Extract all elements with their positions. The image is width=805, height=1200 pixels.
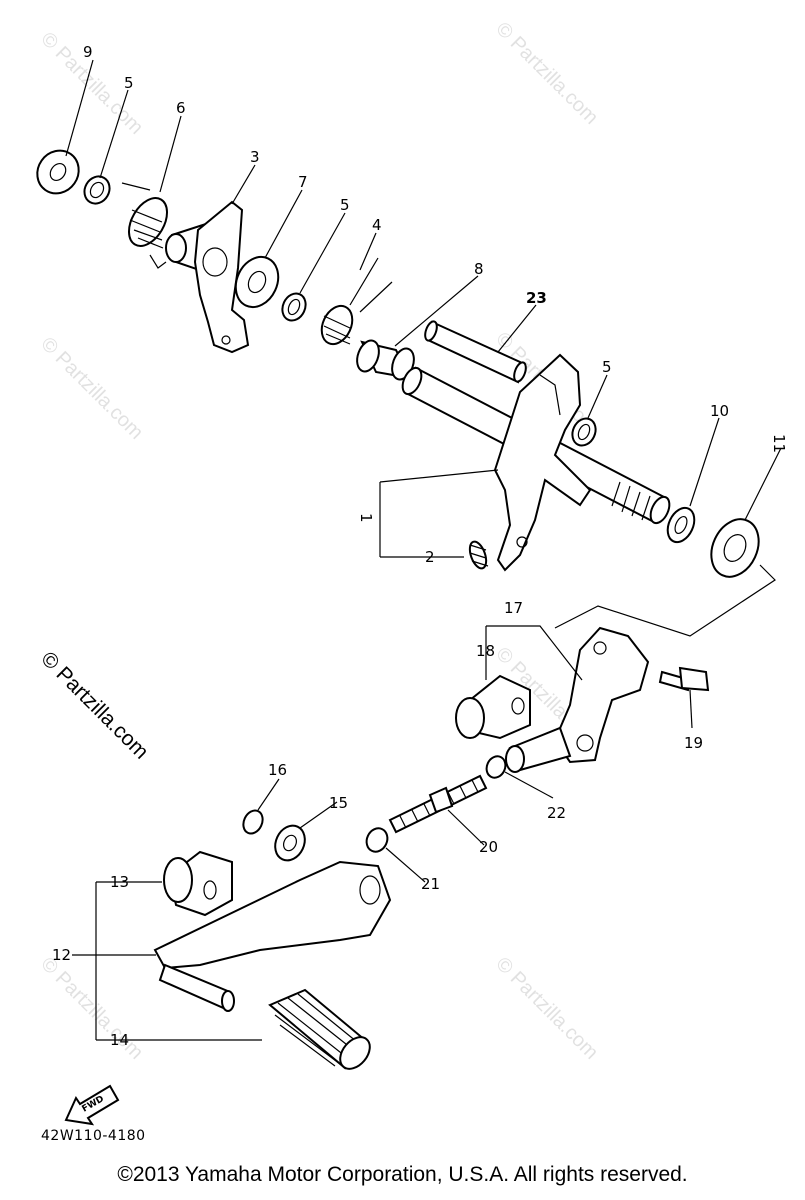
- part-spring-2: [468, 540, 489, 570]
- callout-15: 15: [329, 794, 348, 812]
- callout-18: 18: [476, 642, 495, 660]
- fwd-arrow-icon: FWD: [64, 1084, 120, 1126]
- callout-16: 16: [268, 761, 287, 779]
- part-nut-22: [485, 755, 507, 779]
- part-spring-6: [121, 182, 168, 269]
- part-seal-11: [710, 518, 760, 578]
- callout-6: 6: [176, 99, 186, 117]
- part-washer-9: [36, 149, 80, 195]
- diagram-code: 42W110-4180: [41, 1128, 146, 1144]
- leader-lines: [65, 59, 782, 1041]
- callout-5: 5: [340, 196, 350, 214]
- callout-5: 5: [602, 358, 612, 376]
- part-circlip-5: [83, 175, 111, 205]
- watermark: © Partzilla.com: [36, 953, 147, 1064]
- watermark: © Partzilla.com: [491, 18, 602, 129]
- part-circlip-5b: [281, 292, 307, 322]
- part-spring-4: [320, 257, 393, 346]
- callout-8: 8: [474, 260, 484, 278]
- callout-11: 11: [770, 434, 788, 453]
- part-pin-23: [424, 320, 527, 384]
- callout-9: 9: [83, 43, 93, 61]
- callout-12: 12: [52, 946, 71, 964]
- part-lever-17: [553, 626, 650, 764]
- callout-7: 7: [298, 173, 308, 191]
- callout-1: 1: [357, 513, 375, 523]
- callout-23: 23: [526, 289, 547, 307]
- callout-20: 20: [479, 838, 498, 856]
- connector-line: [554, 564, 776, 637]
- copyright-notice: ©2013 Yamaha Motor Corporation, U.S.A. A…: [117, 1163, 688, 1186]
- callout-3: 3: [250, 148, 260, 166]
- callout-5: 5: [124, 74, 134, 92]
- callout-13: 13: [110, 873, 129, 891]
- part-joint-13: [163, 850, 233, 917]
- callout-14: 14: [110, 1031, 129, 1049]
- callout-22: 22: [547, 804, 566, 822]
- callout-numbers: 9 5 6 3 7 5 4 8 23 5 10 11 1 2 17 18 19 …: [52, 43, 788, 1049]
- part-bolt-19: [658, 666, 710, 692]
- callout-10: 10: [710, 402, 729, 420]
- callout-17: 17: [504, 599, 523, 617]
- part-joint-18: [455, 674, 531, 740]
- part-washer-7: [234, 255, 280, 309]
- part-rod-20: [388, 726, 572, 834]
- callout-2: 2: [425, 548, 435, 566]
- part-rubber-14: [268, 988, 371, 1070]
- part-lever-3: [165, 200, 250, 354]
- watermark-large: © Partzilla.com: [36, 647, 152, 763]
- callout-4: 4: [372, 216, 382, 234]
- part-clip-16: [242, 809, 264, 835]
- watermark: © Partzilla.com: [36, 333, 147, 444]
- part-washer-10: [666, 506, 696, 544]
- callout-21: 21: [421, 875, 440, 893]
- part-circlip-5c: [571, 417, 597, 447]
- part-pedal-12: [153, 860, 392, 1012]
- part-shift-shaft-1: [401, 353, 671, 572]
- watermark: © Partzilla.com: [491, 953, 602, 1064]
- callout-19: 19: [684, 734, 703, 752]
- part-nut-21: [365, 827, 389, 853]
- part-washer-15: [274, 824, 306, 862]
